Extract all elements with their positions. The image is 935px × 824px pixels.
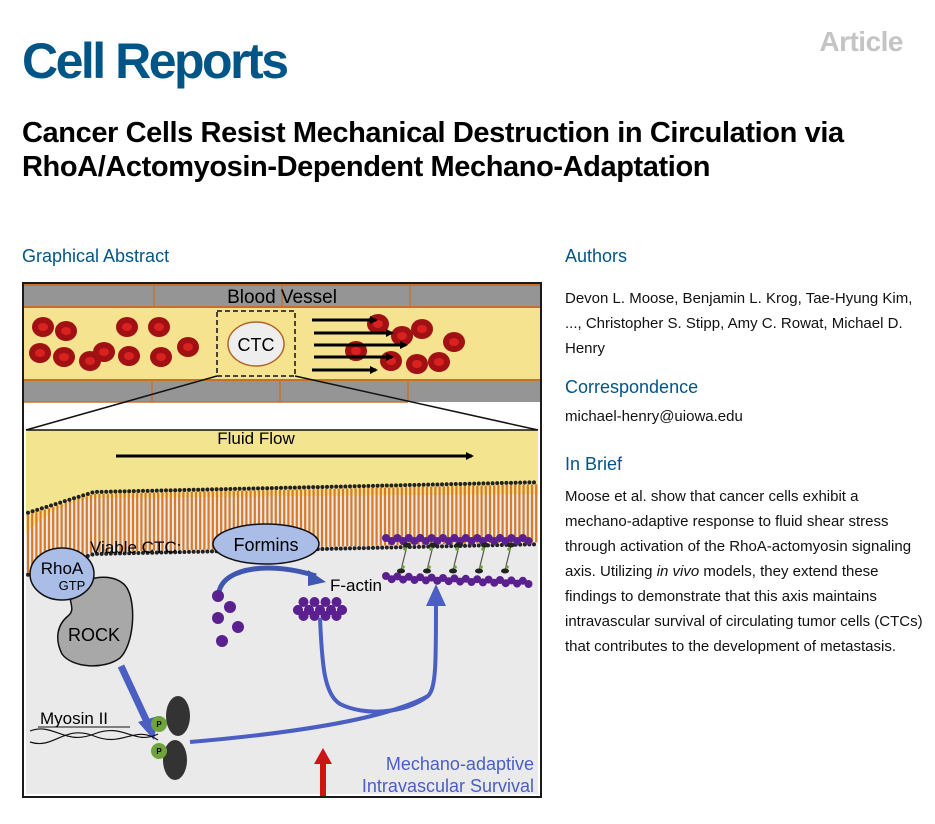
red-blood-cell bbox=[53, 347, 75, 367]
viable-ctc-label: Viable CTC: bbox=[90, 538, 181, 557]
in-brief-text-part1: Moose et al. show that cancer cells exhi… bbox=[565, 488, 912, 580]
phospho-group-bottom bbox=[151, 743, 167, 759]
cell-membrane bbox=[26, 480, 538, 577]
phospho-label-top: P bbox=[156, 720, 162, 729]
myosin-head-top bbox=[166, 696, 190, 736]
correspondence-heading: Correspondence bbox=[565, 377, 699, 397]
actomyosin-bundle bbox=[382, 534, 533, 588]
in-brief-heading: In Brief bbox=[565, 454, 623, 474]
in-brief-italic: in vivo bbox=[656, 563, 700, 580]
rock-label: ROCK bbox=[68, 625, 120, 645]
myosin-label: Myosin II bbox=[40, 709, 108, 728]
in-brief-text: Moose et al. show that cancer cells exhi… bbox=[565, 484, 925, 659]
red-blood-cell bbox=[116, 317, 138, 337]
red-blood-cell bbox=[380, 351, 402, 371]
f-actin-label: F-actin bbox=[330, 576, 382, 595]
red-blood-cells bbox=[29, 314, 465, 374]
rock-protein bbox=[56, 576, 134, 667]
red-blood-cell bbox=[443, 332, 465, 352]
outcome-line1: Mechano-adaptive bbox=[386, 754, 534, 774]
article-title: Cancer Cells Resist Mechanical Destructi… bbox=[22, 117, 844, 183]
red-blood-cell bbox=[150, 347, 172, 367]
formins-arrow bbox=[216, 565, 317, 593]
journal-name: Cell Reports bbox=[22, 33, 289, 89]
article-type-label: Article bbox=[819, 26, 903, 57]
myosin-head-bottom bbox=[163, 740, 187, 780]
rock-to-myosin-arrow bbox=[117, 664, 152, 726]
phospho-group-top bbox=[151, 716, 167, 732]
red-blood-cell bbox=[177, 337, 199, 357]
graphical-abstract-figure: Blood Vessel CTC Flu bbox=[22, 282, 542, 798]
authors-heading: Authors bbox=[565, 246, 628, 266]
formins-protein bbox=[212, 523, 320, 565]
increase-arrow bbox=[320, 762, 326, 796]
blood-vessel-label: Blood Vessel bbox=[227, 287, 337, 308]
red-blood-cell bbox=[428, 352, 450, 372]
red-blood-cell bbox=[79, 351, 101, 371]
formins-label: Formins bbox=[233, 535, 298, 555]
ctc-label: CTC bbox=[238, 335, 275, 355]
zoom-line-left bbox=[25, 375, 218, 431]
red-blood-cell bbox=[29, 343, 51, 363]
fluid-flow-label: Fluid Flow bbox=[217, 429, 295, 448]
in-brief-text-part2: models, they extend these findings to de… bbox=[565, 563, 923, 655]
outcome-line2: Intravascular Survival bbox=[362, 776, 534, 796]
red-blood-cell bbox=[32, 317, 54, 337]
red-blood-cell bbox=[406, 354, 428, 374]
phospho-label-bottom: P bbox=[156, 747, 162, 756]
vessel-top-wall bbox=[24, 284, 540, 308]
gtp-label: GTP bbox=[59, 578, 86, 593]
correspondence-email[interactable]: michael-henry@uiowa.edu bbox=[565, 408, 743, 425]
red-blood-cell bbox=[391, 326, 413, 346]
authors-list: Devon L. Moose, Benjamin L. Krog, Tae-Hy… bbox=[565, 290, 913, 357]
red-blood-cell bbox=[367, 314, 389, 334]
graphical-abstract-heading: Graphical Abstract bbox=[22, 246, 170, 266]
red-blood-cell bbox=[148, 317, 170, 337]
rhoa-label: RhoA bbox=[41, 559, 84, 578]
ctc-cell bbox=[227, 321, 285, 367]
myosin-to-bundle-arrow bbox=[189, 694, 429, 744]
red-blood-cell bbox=[118, 346, 140, 366]
myosin-tail bbox=[29, 728, 159, 739]
red-blood-cell bbox=[411, 319, 433, 339]
actin-monomers bbox=[212, 590, 244, 647]
zoom-line-right bbox=[294, 375, 539, 431]
f-actin-filament bbox=[293, 597, 347, 621]
vessel-bottom-wall bbox=[24, 379, 540, 403]
red-blood-cell bbox=[55, 321, 77, 341]
flow-arrows bbox=[312, 316, 408, 374]
rhoa-gtp-protein bbox=[29, 547, 95, 601]
